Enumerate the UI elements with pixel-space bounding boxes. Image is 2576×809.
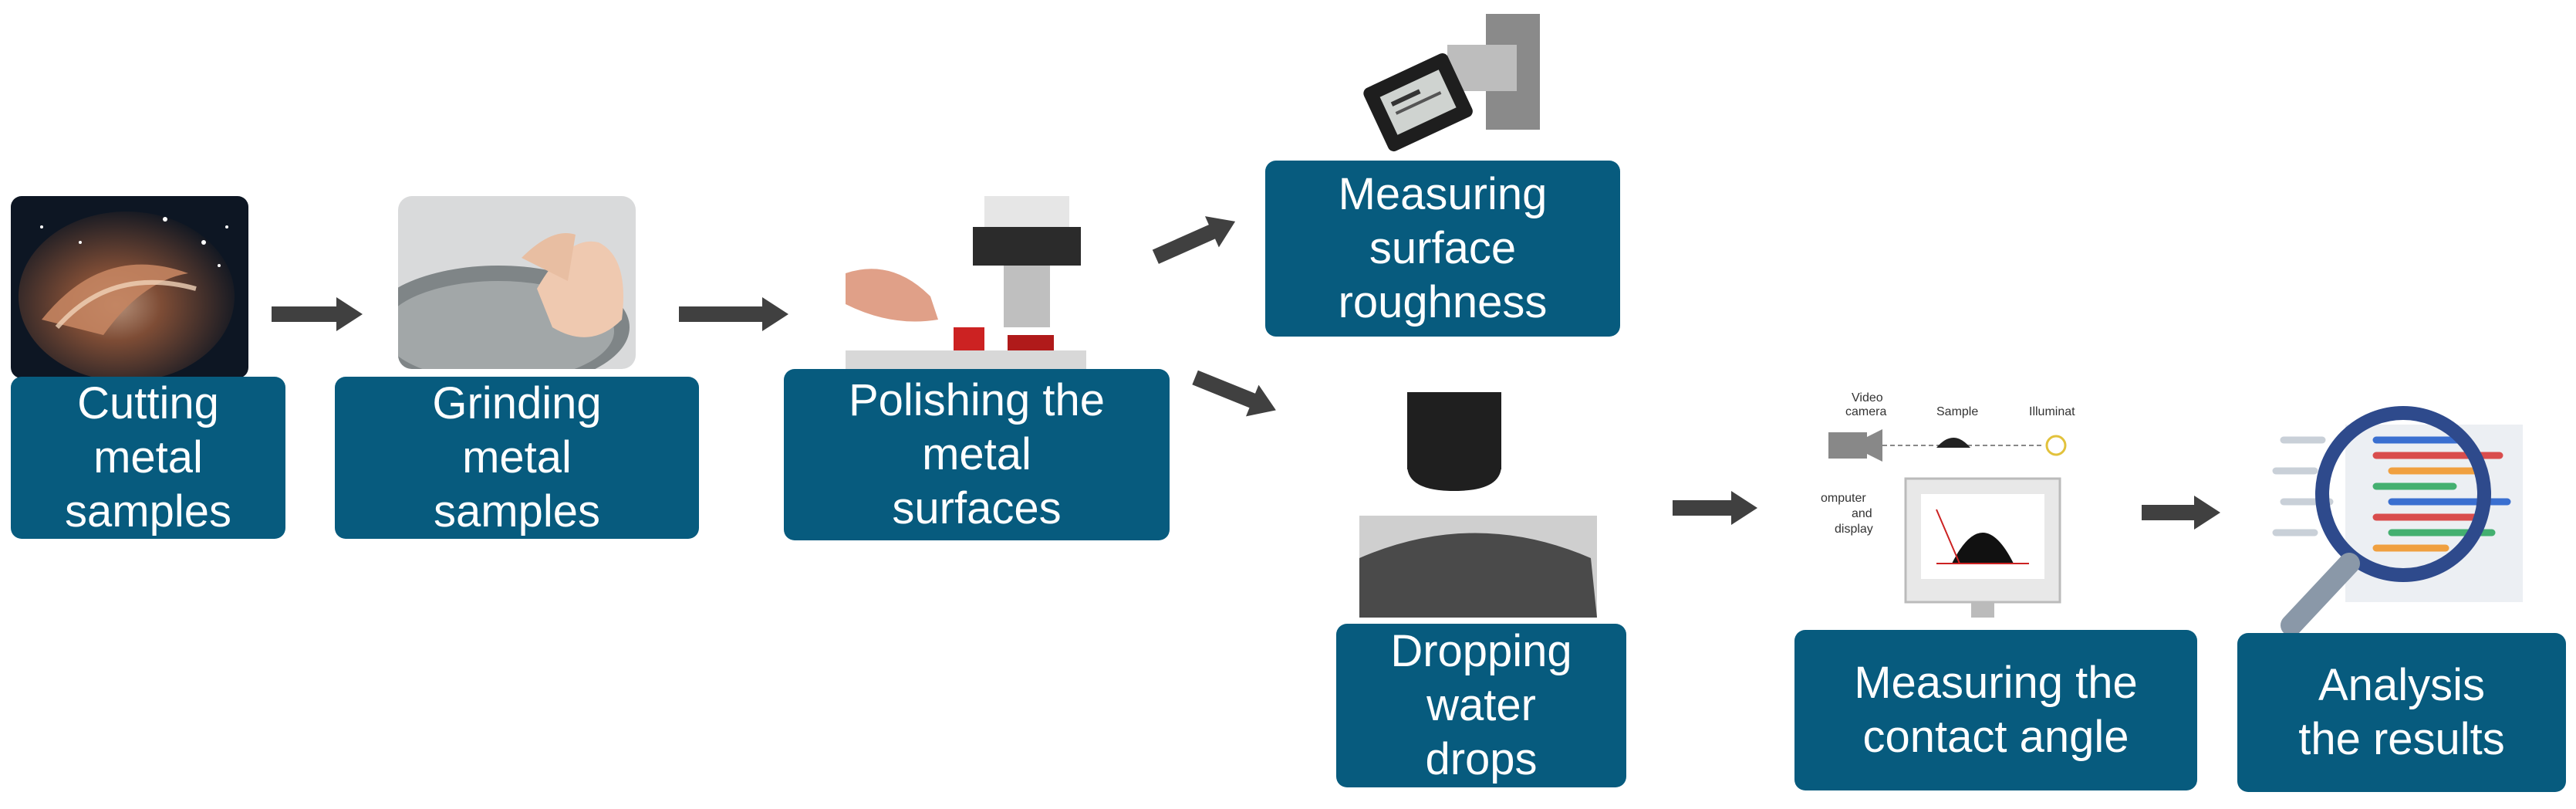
sample-label: Sample xyxy=(1936,405,1978,418)
svg-text:camera: camera xyxy=(1845,405,1886,418)
cutting-label: Cutting metal samples xyxy=(11,377,285,539)
illumination-label: Illuminat xyxy=(2029,405,2075,418)
polishing-label: Polishing the metal surfaces xyxy=(784,369,1170,540)
grinding-photo xyxy=(398,196,636,369)
arrow-grinding-to-polishing xyxy=(679,297,790,331)
svg-text:display: display xyxy=(1835,523,1873,536)
magnifier-analysis-icon xyxy=(2260,386,2538,633)
video-camera-label: Video xyxy=(1852,391,1883,404)
computer-label: omputer xyxy=(1821,492,1866,505)
roughness-label: Measuring surface roughness xyxy=(1265,161,1620,337)
analysis-label: Analysis the results xyxy=(2237,633,2566,792)
roughness-photo xyxy=(1355,14,1540,161)
arrow-cutting-to-grinding xyxy=(272,297,364,331)
polishing-photo xyxy=(846,196,1086,369)
dropping-label: Dropping water drops xyxy=(1336,624,1626,787)
cutting-photo xyxy=(11,196,248,378)
contact-angle-label: Measuring the contact angle xyxy=(1794,630,2197,790)
arrow-polishing-to-roughness xyxy=(1148,208,1242,270)
water-drop-photo xyxy=(1359,392,1597,618)
grinding-label: Grinding metal samples xyxy=(335,377,699,539)
svg-text:and: and xyxy=(1852,507,1872,520)
arrow-contact-angle-to-analysis xyxy=(2142,496,2222,530)
arrow-polishing-to-dropping xyxy=(1188,363,1282,425)
goniometer-schematic: Video camera Sample Illuminat omputer an… xyxy=(1821,386,2075,625)
arrow-dropping-to-contact-angle xyxy=(1673,491,1759,525)
